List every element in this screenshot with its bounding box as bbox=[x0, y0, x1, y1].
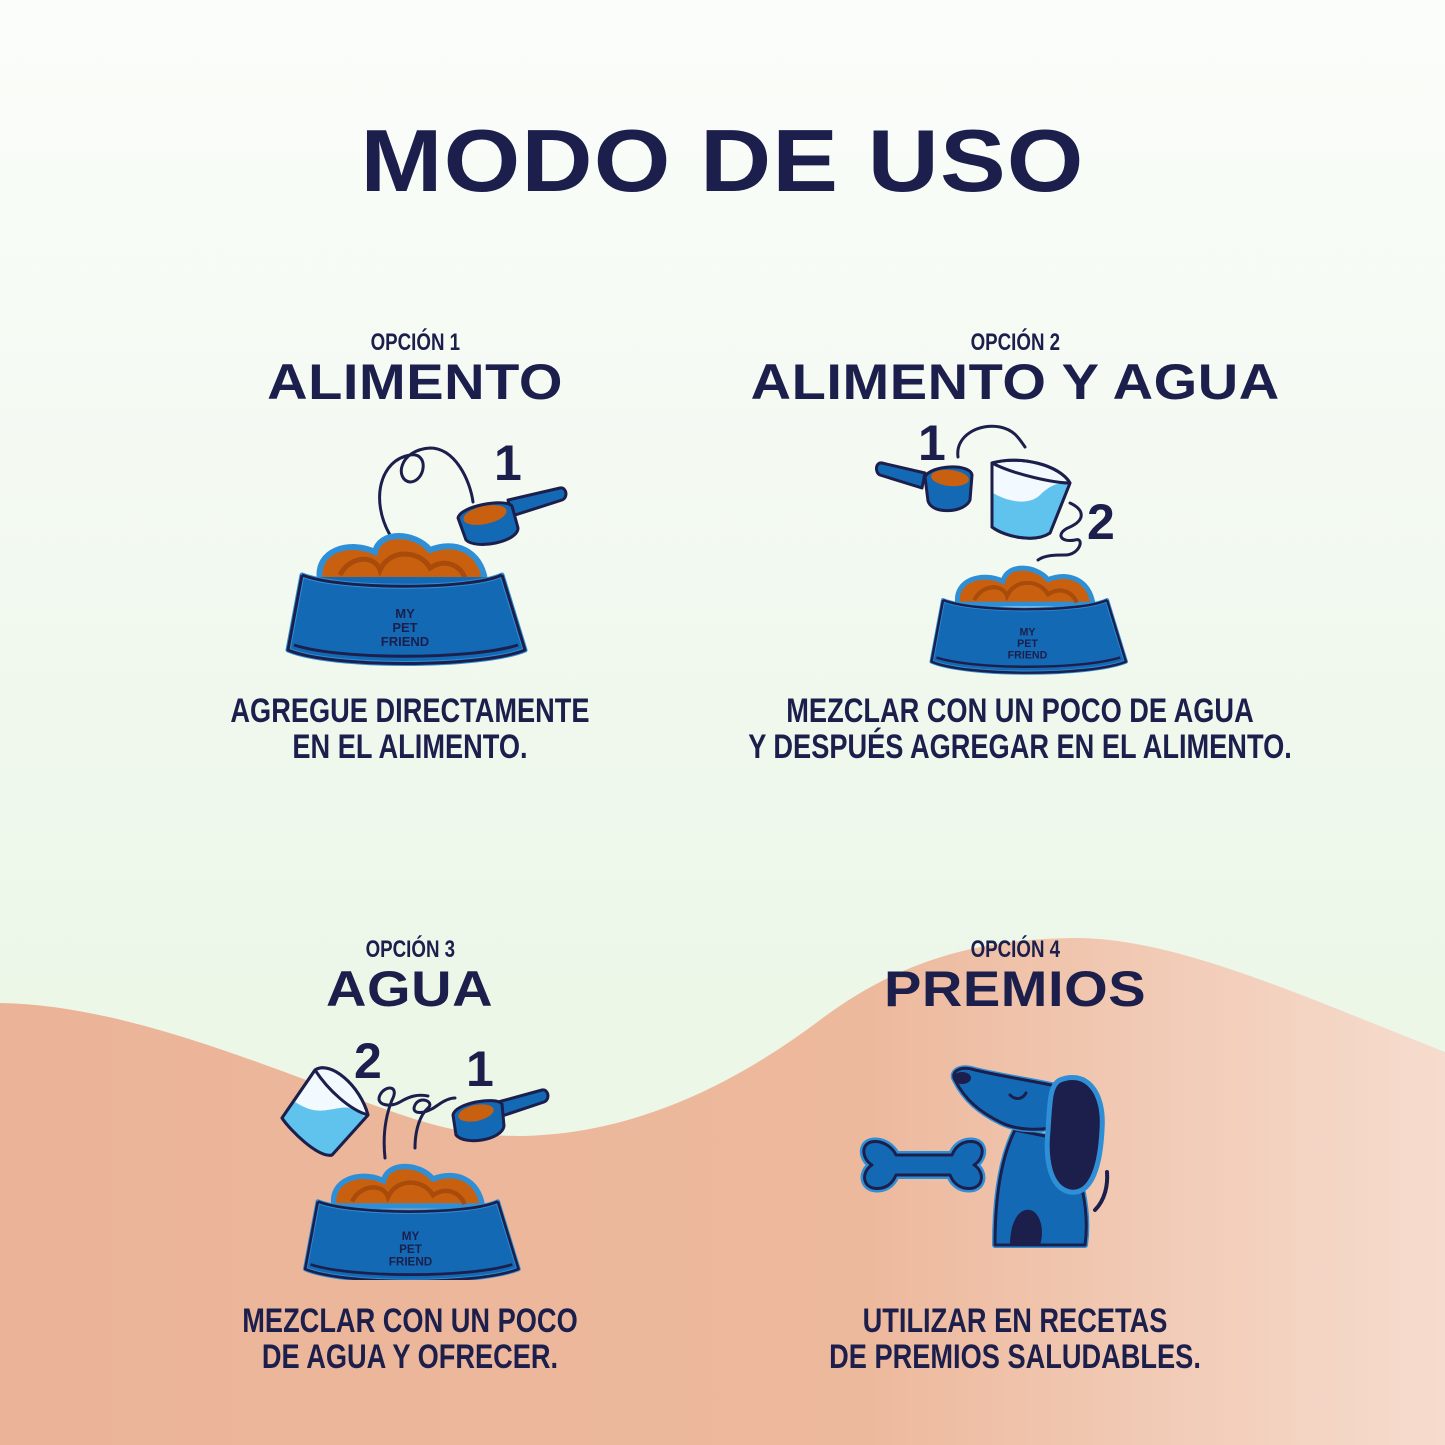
svg-text:FRIEND: FRIEND bbox=[1008, 649, 1048, 661]
option-1-description: AGREGUE DIRECTAMENTE EN EL ALIMENTO. bbox=[230, 692, 590, 766]
svg-text:PET: PET bbox=[399, 1243, 423, 1256]
option-3-title: AGUA bbox=[326, 961, 494, 1017]
scoop-icon bbox=[456, 486, 568, 546]
option-2-description: MEZCLAR CON UN POCO DE AGUA Y DESPUÉS AG… bbox=[748, 692, 1292, 766]
option-3-illustration: MY PET FRIEND bbox=[280, 1066, 550, 1280]
option-2-step-1: 1 bbox=[918, 415, 946, 471]
option-3-description: MEZCLAR CON UN POCO DE AGUA Y OFRECER. bbox=[242, 1302, 578, 1376]
water-cup-icon bbox=[990, 458, 1072, 540]
option-1-illustration: MY PET FRIEND bbox=[285, 446, 568, 666]
dog-bowl-icon: MY PET FRIEND bbox=[285, 533, 528, 666]
scoop-icon bbox=[451, 1088, 550, 1143]
svg-text:FRIEND: FRIEND bbox=[389, 1255, 433, 1268]
option-3-step-1: 1 bbox=[466, 1041, 494, 1097]
svg-text:MY: MY bbox=[1020, 626, 1036, 638]
option-1-title: ALIMENTO bbox=[267, 354, 563, 410]
motion-line-icon bbox=[378, 446, 475, 537]
dog-bowl-icon: MY PET FRIEND bbox=[302, 1163, 521, 1280]
option-2-label: OPCIÓN 2 bbox=[970, 329, 1060, 356]
option-4-title: PREMIOS bbox=[883, 961, 1147, 1017]
option-3-step-2: 2 bbox=[354, 1033, 382, 1089]
option-1-step-1: 1 bbox=[494, 435, 522, 491]
option-1-header: OPCIÓN 1 ALIMENTO bbox=[210, 329, 620, 410]
option-2-title: ALIMENTO Y AGUA bbox=[750, 354, 1280, 410]
option-2-illustration: MY PET FRIEND bbox=[875, 424, 1128, 675]
option-4-illustration bbox=[859, 1065, 1110, 1248]
option-4-description: UTILIZAR EN RECETAS DE PREMIOS SALUDABLE… bbox=[829, 1302, 1201, 1376]
svg-text:FRIEND: FRIEND bbox=[381, 634, 429, 649]
option-1-label: OPCIÓN 1 bbox=[370, 329, 460, 356]
scoop-icon bbox=[875, 461, 974, 513]
page-title: MODO DE USO bbox=[360, 111, 1085, 210]
option-2-step-2: 2 bbox=[1087, 494, 1115, 550]
svg-text:MY: MY bbox=[402, 1230, 420, 1243]
option-3-header: OPCIÓN 3 AGUA bbox=[210, 936, 610, 1017]
dog-icon bbox=[950, 1065, 1110, 1248]
bone-icon bbox=[859, 1137, 987, 1193]
option-4-label: OPCIÓN 4 bbox=[970, 936, 1060, 963]
option-2-header: OPCIÓN 2 ALIMENTO Y AGUA bbox=[740, 329, 1290, 410]
svg-text:PET: PET bbox=[1017, 638, 1038, 650]
dog-bowl-icon: MY PET FRIEND bbox=[929, 565, 1128, 675]
water-cup-icon bbox=[280, 1066, 370, 1157]
option-4-header: OPCIÓN 4 PREMIOS bbox=[815, 936, 1215, 1017]
option-3-label: OPCIÓN 3 bbox=[365, 936, 455, 963]
svg-text:PET: PET bbox=[392, 620, 417, 635]
svg-text:MY: MY bbox=[395, 606, 415, 621]
